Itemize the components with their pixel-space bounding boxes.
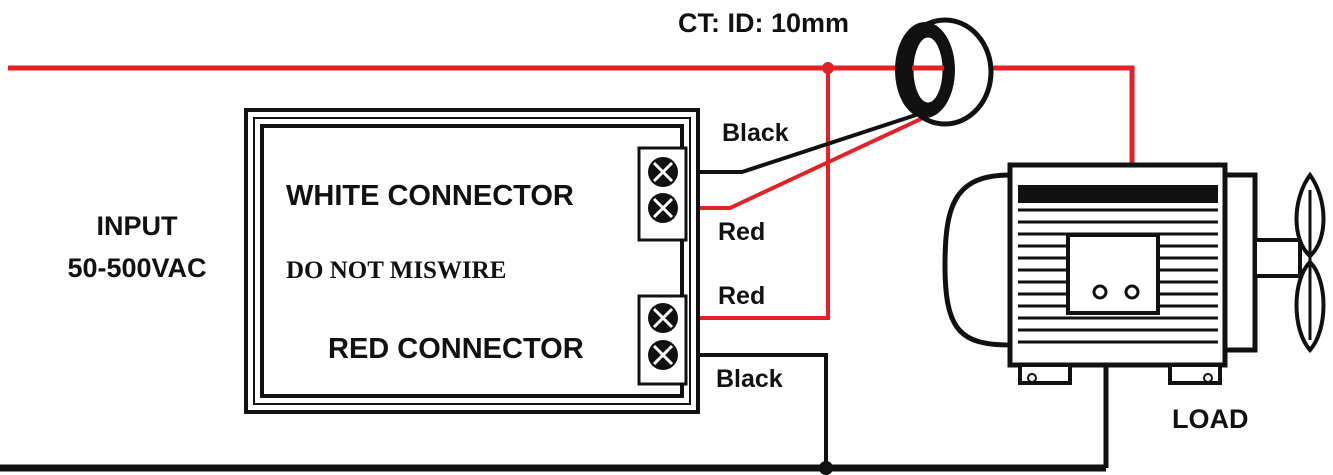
red-connector-block	[637, 294, 688, 386]
white-connector-block	[637, 146, 688, 242]
live-junction-dot	[822, 62, 834, 74]
ct-label: CT: ID: 10mm	[678, 8, 849, 38]
input-voltage-label: 50-500VAC	[67, 253, 206, 283]
terminal-screw-icon	[648, 157, 678, 187]
red-connector-label: RED CONNECTOR	[328, 333, 584, 365]
white-connector-label: WHITE CONNECTOR	[286, 180, 574, 212]
supply-red-wire-label: Red	[718, 282, 765, 310]
warning-label: DO NOT MISWIRE	[286, 257, 506, 284]
terminal-screw-icon	[648, 193, 678, 223]
motor-icon	[942, 162, 1302, 385]
ct-black-wire-label: Black	[722, 119, 789, 147]
ct-red-wire	[683, 115, 926, 210]
red-connector-supply-wire	[683, 68, 830, 320]
ct-black-wire	[683, 110, 926, 174]
input-label: INPUT	[97, 211, 179, 241]
supply-black-wire-label: Black	[716, 365, 783, 393]
load-label: LOAD	[1172, 404, 1249, 434]
current-transformer-icon	[895, 17, 994, 127]
ct-red-wire-label: Red	[718, 218, 765, 246]
terminal-screw-icon	[648, 340, 678, 370]
fan-icon	[1294, 171, 1326, 353]
terminal-screw-icon	[648, 303, 678, 333]
neutral-junction-dot	[819, 461, 833, 475]
red-connector-neutral-wire	[683, 353, 828, 468]
device-box	[244, 108, 700, 414]
